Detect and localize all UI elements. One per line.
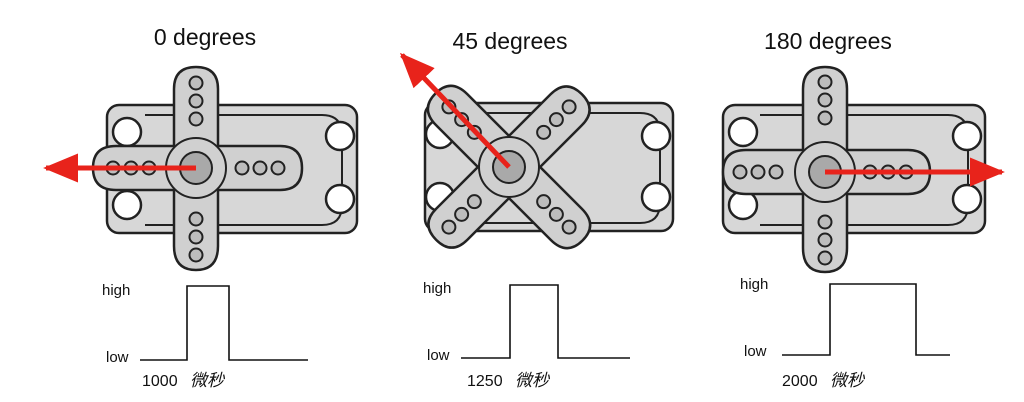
- high-label: high: [423, 280, 451, 297]
- pulse-width-unit: 微秒: [515, 371, 550, 391]
- pulse-width-label: 1250 微秒: [467, 371, 550, 391]
- panel-180-degrees: 180 degrees: [721, 28, 1005, 391]
- pulse-width-unit: 微秒: [190, 371, 225, 391]
- pulse-waveform: [140, 285, 308, 361]
- direction-arrow: [399, 52, 511, 169]
- pwm-signal: high low 1250 微秒: [423, 280, 630, 391]
- high-label: high: [102, 282, 130, 299]
- pulse-waveform: [461, 284, 630, 359]
- low-label: low: [427, 347, 450, 364]
- pulse-width-label: 1000 微秒: [142, 371, 225, 391]
- high-label: high: [740, 276, 768, 293]
- panel-title: 0 degrees: [154, 24, 256, 50]
- low-label: low: [106, 349, 129, 366]
- panel-45-degrees: 45 degrees: [399, 28, 675, 391]
- pulse-width-value: 1250: [467, 373, 503, 390]
- low-label: low: [744, 343, 767, 360]
- pwm-signal: high low 2000 微秒: [740, 276, 950, 391]
- pulse-width-value: 1000: [142, 373, 178, 390]
- pulse-width-unit: 微秒: [830, 371, 865, 391]
- panel-title: 180 degrees: [764, 28, 892, 54]
- panel-title: 45 degrees: [452, 28, 567, 54]
- pwm-signal: high low 1000 微秒: [102, 282, 308, 391]
- pulse-waveform: [782, 283, 950, 356]
- panel-0-degrees: 0 degrees: [43, 24, 359, 391]
- pulse-width-label: 2000 微秒: [782, 371, 865, 391]
- pulse-width-value: 2000: [782, 373, 818, 390]
